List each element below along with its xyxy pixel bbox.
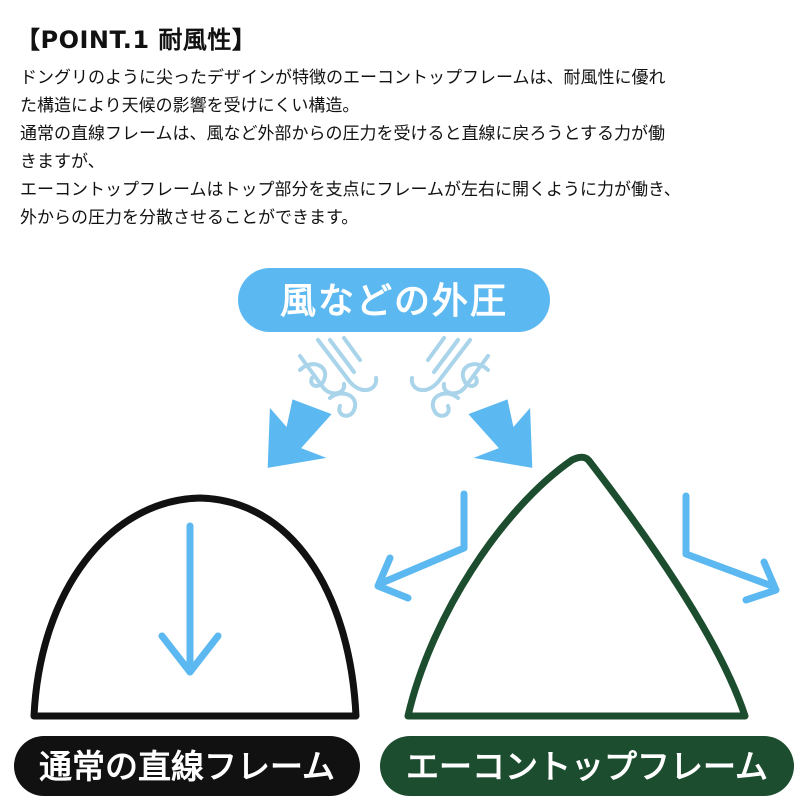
description: ドングリのように尖ったデザインが特徴のエーコントップフレームは、耐風性に優れ た… bbox=[20, 64, 790, 232]
description-line: エーコントップフレームはトップ部分を支点にフレームが左右に開くように力が働き、 bbox=[20, 180, 681, 200]
page-title: 【POINT.1 耐風性】 bbox=[16, 26, 257, 54]
description-line: 外からの圧力を分散させることができます。 bbox=[20, 208, 359, 228]
straight-frame-shape bbox=[30, 494, 360, 720]
acorn-frame-shape bbox=[404, 453, 749, 720]
wind-pressure-label: 風などの外圧 bbox=[280, 281, 508, 322]
acorn-frame-badge: エーコントップフレーム bbox=[380, 736, 794, 796]
down-arrow bbox=[158, 522, 222, 676]
wind-arrow-right bbox=[468, 399, 533, 468]
wind-gust-icon bbox=[298, 336, 379, 418]
wind-gust-icon bbox=[409, 336, 490, 418]
spread-arrow-left bbox=[374, 490, 468, 602]
description-line: ドングリのように尖ったデザインが特徴のエーコントップフレームは、耐風性に優れ bbox=[20, 68, 666, 88]
wind-pressure-badge: 風などの外圧 bbox=[238, 268, 550, 332]
description-line: 通常の直線フレームは、風など外部からの圧力を受けると直線に戻ろうとする力が働 bbox=[20, 124, 665, 144]
straight-frame-badge: 通常の直線フレーム bbox=[14, 736, 360, 796]
description-line: きますが、 bbox=[20, 152, 105, 172]
spread-arrow-right bbox=[682, 492, 780, 604]
wind-arrow-left bbox=[267, 399, 332, 468]
acorn-frame-label: エーコントップフレーム bbox=[406, 747, 768, 786]
description-line: た構造により天候の影響を受けにくい構造。 bbox=[20, 96, 360, 116]
straight-frame-label: 通常の直線フレーム bbox=[39, 747, 335, 786]
